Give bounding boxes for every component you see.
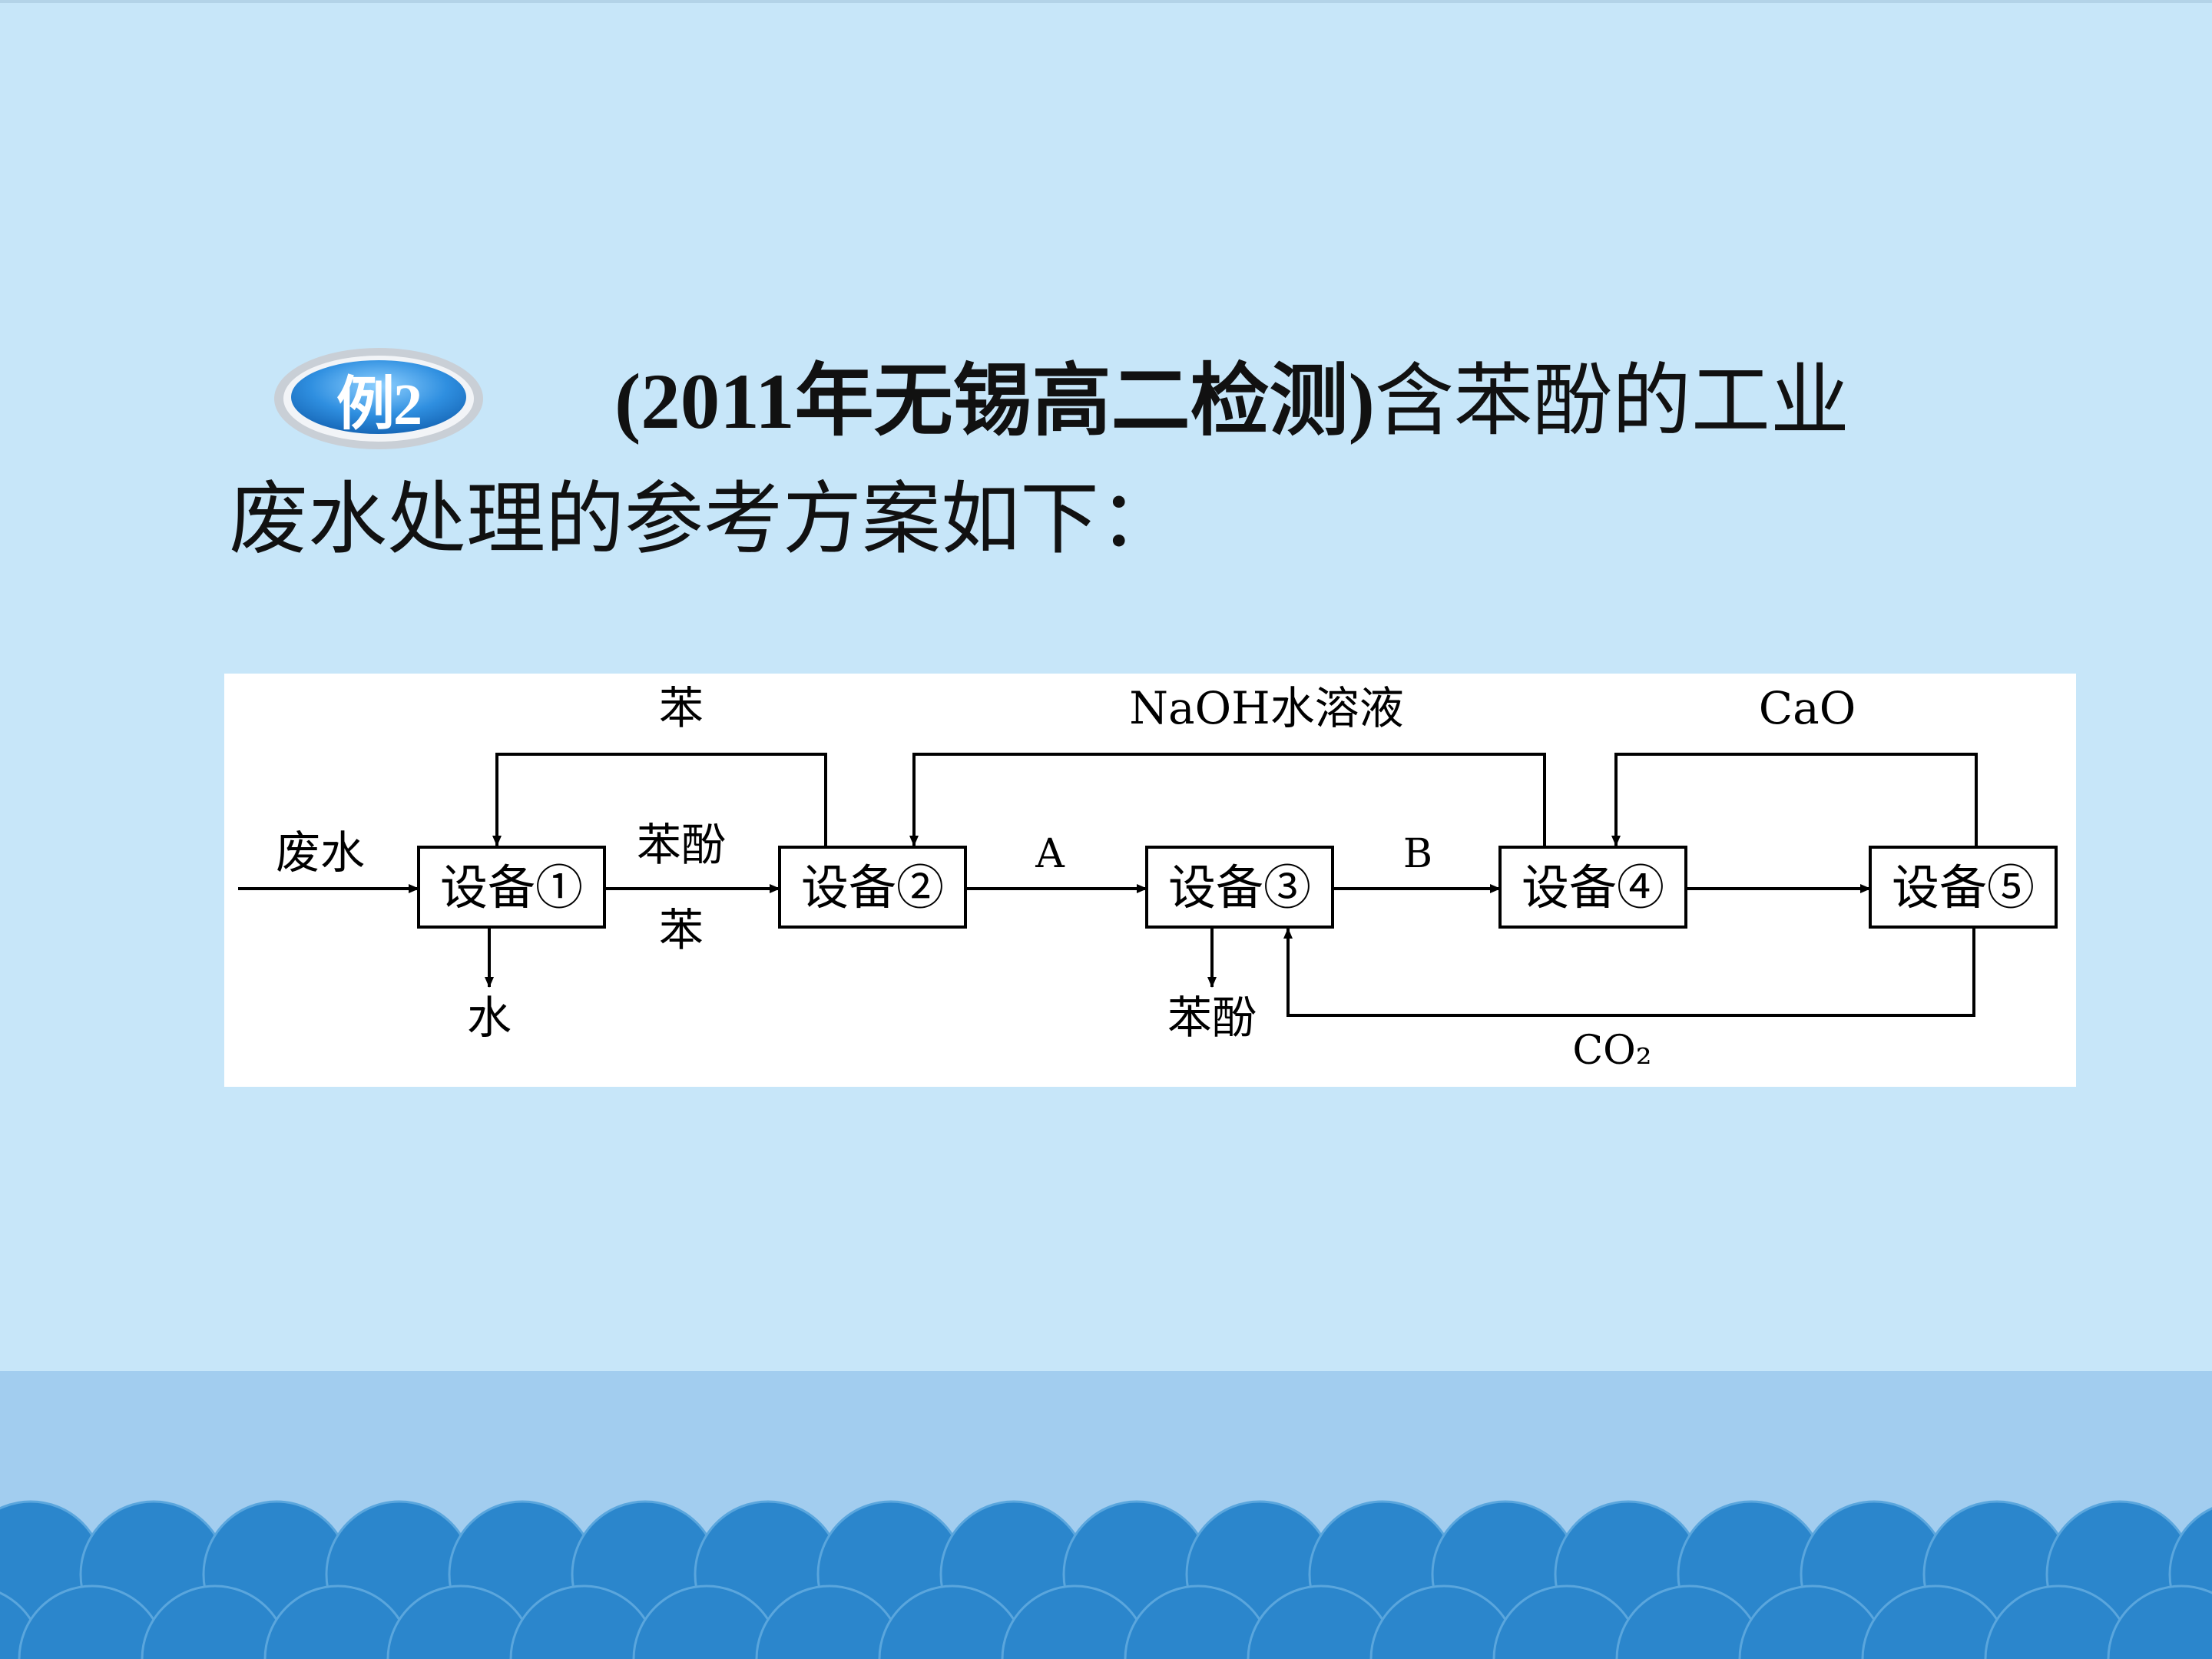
label-co2: CO₂ xyxy=(1572,1028,1651,1074)
wave-scallop xyxy=(1369,1584,1518,1659)
device-1: 设备① xyxy=(417,846,606,929)
wave-scallop xyxy=(263,1584,412,1659)
label-water-out: 水 xyxy=(467,992,512,1044)
wave-scallop xyxy=(878,1584,1027,1659)
device-2: 设备② xyxy=(778,846,967,929)
device-3: 设备③ xyxy=(1145,846,1334,929)
label-benzene-to-2: 苯 xyxy=(659,904,704,956)
device-5: 设备⑤ xyxy=(1869,846,2058,929)
question-source: (2011年无锡高二检测) xyxy=(614,358,1375,445)
wave-scallop xyxy=(1001,1584,1150,1659)
label-a: A xyxy=(1035,831,1065,877)
label-phenol-out: 苯酚 xyxy=(1167,992,1257,1044)
wave-scallop xyxy=(386,1584,535,1659)
wave-scallop xyxy=(755,1584,904,1659)
question-line-1: (2011年无锡高二检测)含苯酚的工业 xyxy=(614,347,2151,455)
device-2-label: 设备② xyxy=(801,859,944,916)
loop-cao-recycle xyxy=(1611,753,1978,847)
label-naoh: NaOH水溶液 xyxy=(1129,682,1403,734)
device-4-label: 设备④ xyxy=(1522,859,1664,916)
label-benzene-recycle: 苯 xyxy=(659,682,704,734)
example-badge xyxy=(274,348,483,449)
question-line-2: 废水处理的参考方案如下： xyxy=(229,473,1178,565)
process-flow-diagram: 设备① 设备② 设备③ 设备④ 设备⑤ xyxy=(224,674,2076,1087)
wave-scallop xyxy=(509,1584,658,1659)
label-phenol-to-2: 苯酚 xyxy=(637,819,726,871)
wave-scallop xyxy=(1492,1584,1641,1659)
wave-scallop xyxy=(1615,1584,1764,1659)
label-b: B xyxy=(1403,831,1432,877)
wave-scallop xyxy=(1984,1584,2133,1659)
device-5-label: 设备⑤ xyxy=(1892,859,2035,916)
loop-naoh-recycle xyxy=(909,753,1546,847)
example-badge-label: 例2 xyxy=(336,373,422,437)
label-cao: CaO xyxy=(1759,682,1856,734)
wave-scallop xyxy=(1861,1584,2010,1659)
wave-scallop xyxy=(1124,1584,1273,1659)
device-1-label: 设备① xyxy=(440,859,583,916)
wave-scallop xyxy=(1738,1584,1887,1659)
wave-scallop xyxy=(2107,1584,2212,1659)
label-waste-water: 废水 xyxy=(276,826,365,879)
wave-scallop xyxy=(18,1584,167,1659)
loop-co2-recycle xyxy=(1283,927,1975,1017)
device-3-label: 设备③ xyxy=(1168,859,1311,916)
wave-scallop xyxy=(1247,1584,1396,1659)
wave-scallop xyxy=(141,1584,290,1659)
top-border-line xyxy=(0,0,2212,3)
device-4: 设备④ xyxy=(1498,846,1687,929)
loop-benzene-recycle xyxy=(492,753,827,847)
question-line-1-text: 含苯酚的工业 xyxy=(1374,355,1849,447)
decorative-waves xyxy=(0,1500,2212,1659)
wave-scallop xyxy=(632,1584,781,1659)
